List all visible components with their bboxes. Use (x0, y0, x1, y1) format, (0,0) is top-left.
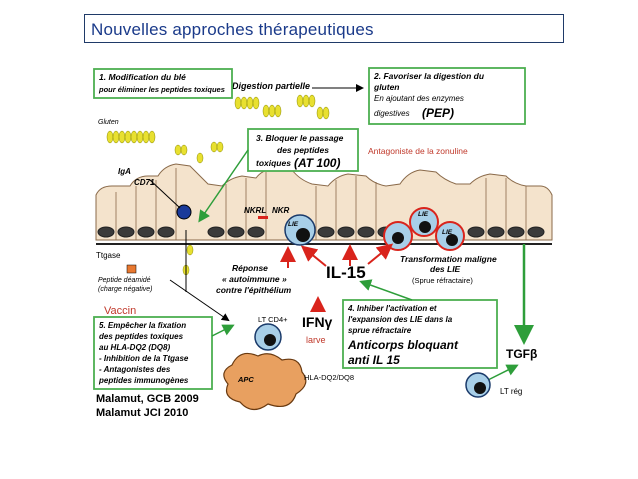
lie-label-1: LIE (288, 221, 299, 228)
box3-at100: (AT 100) (294, 156, 340, 170)
nkrl-receptor (258, 216, 268, 219)
box5-line2: des peptides toxiques (99, 332, 184, 341)
box5-line3: au HLA-DQ2 (DQ8) (99, 343, 170, 352)
box5-line1: 5. Empêcher la fixation (99, 321, 186, 330)
transfo-line3: (Sprue réfractaire) (412, 276, 473, 285)
hla-label: HLA-DQ2/DQ8 (304, 373, 354, 382)
box4-line3: sprue réfractaire (348, 326, 412, 335)
box5-line4: - Inhibition de la Ttgase (99, 354, 189, 363)
lt-reg-label: LT rég (500, 387, 522, 396)
lie-label-2: LIE (418, 211, 429, 218)
lt-cd4-label: LT CD4+ (258, 315, 288, 324)
box3-line1: 3. Bloquer le passage (256, 133, 344, 143)
box2-pep: (PEP) (422, 106, 454, 120)
digestion-label: Digestion partielle (232, 81, 310, 91)
lie-cell-4 (436, 222, 464, 250)
lie-cell-3 (384, 222, 412, 250)
box4-line5: anti IL 15 (348, 353, 400, 367)
apc-label: APC (237, 375, 254, 384)
reference-1: Malamut, GCB 2009 (96, 393, 199, 405)
iga-label: IgA (118, 167, 131, 176)
box5-line6: peptides immunogènes (98, 376, 189, 385)
transfo-line2: des LIE (430, 264, 461, 274)
vaccin-label: Vaccin (104, 305, 136, 317)
cd71-label: CD71 (134, 178, 155, 187)
lt-reg-cell (466, 373, 490, 397)
lie-cell-1 (285, 215, 315, 245)
box2-line3: En ajoutant des enzymes (374, 94, 464, 103)
ttgase-label: Ttgase (96, 251, 121, 260)
box1-line2: pour éliminer les peptides toxiques (98, 85, 225, 94)
transfo-line1: Transformation maligne (400, 254, 497, 264)
ifn-label: IFNγ (302, 314, 333, 330)
box4-line2: l'expansion des LIE dans la (348, 315, 453, 324)
larve-label: larve (306, 335, 326, 345)
tgf-label: TGFβ (506, 347, 537, 361)
lt-cd4-cell (255, 324, 281, 350)
nkr-label: NKR (272, 206, 290, 215)
reponse-line3: contre l'épithélium (216, 285, 292, 295)
ttgase-icon (127, 265, 136, 273)
box2-line4: digestives (374, 109, 410, 118)
peptide-label-2: (charge négative) (98, 286, 152, 293)
box5-line5: - Antagonistes des (99, 365, 171, 374)
lie-label-3: LIE (442, 229, 453, 236)
box3-line2: des peptides (277, 145, 329, 155)
il15-label: IL-15 (326, 263, 366, 282)
box2-line1: 2. Favoriser la digestion du (373, 71, 485, 81)
reponse-line2: « autoimmune » (222, 274, 287, 284)
box4-line4: Anticorps bloquant (347, 338, 459, 352)
reference-2: Malamut JCI 2010 (96, 407, 188, 419)
box3-line3: toxiques (256, 158, 291, 168)
box1-line1: 1. Modification du blé (99, 72, 186, 82)
box2-line2: gluten (373, 82, 400, 92)
peptide-label-1: Peptide déamidé (98, 277, 151, 284)
box4-line1: 4. Inhiber l'activation et (347, 304, 437, 313)
cell-nuclei (98, 227, 544, 237)
zonuline-label: Antagoniste de la zonuline (368, 146, 468, 156)
nkrl-label: NKRL (244, 206, 266, 215)
reponse-line1: Réponse (232, 263, 268, 273)
gluten-label: Gluten (98, 119, 119, 126)
